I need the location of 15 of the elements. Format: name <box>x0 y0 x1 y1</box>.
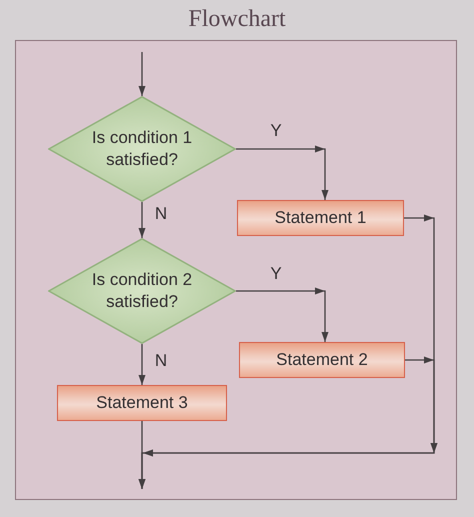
node-label: Statement 3 <box>96 392 188 414</box>
node-label: Is condition 1 satisfied? <box>90 127 194 171</box>
edge-label: N <box>154 204 168 224</box>
diagram-title: Flowchart <box>188 5 286 33</box>
process-box <box>237 200 404 236</box>
decision-diamond <box>48 238 236 344</box>
node-label: Statement 1 <box>274 207 366 229</box>
node-label: Statement 2 <box>276 349 368 371</box>
process-box <box>239 342 405 378</box>
node-label: Is condition 2 satisfied? <box>90 269 194 313</box>
edge-label: Y <box>270 264 282 284</box>
edge-label: N <box>154 351 168 371</box>
process-box <box>57 385 227 421</box>
decision-diamond <box>48 96 236 202</box>
edge-label: Y <box>270 121 282 141</box>
